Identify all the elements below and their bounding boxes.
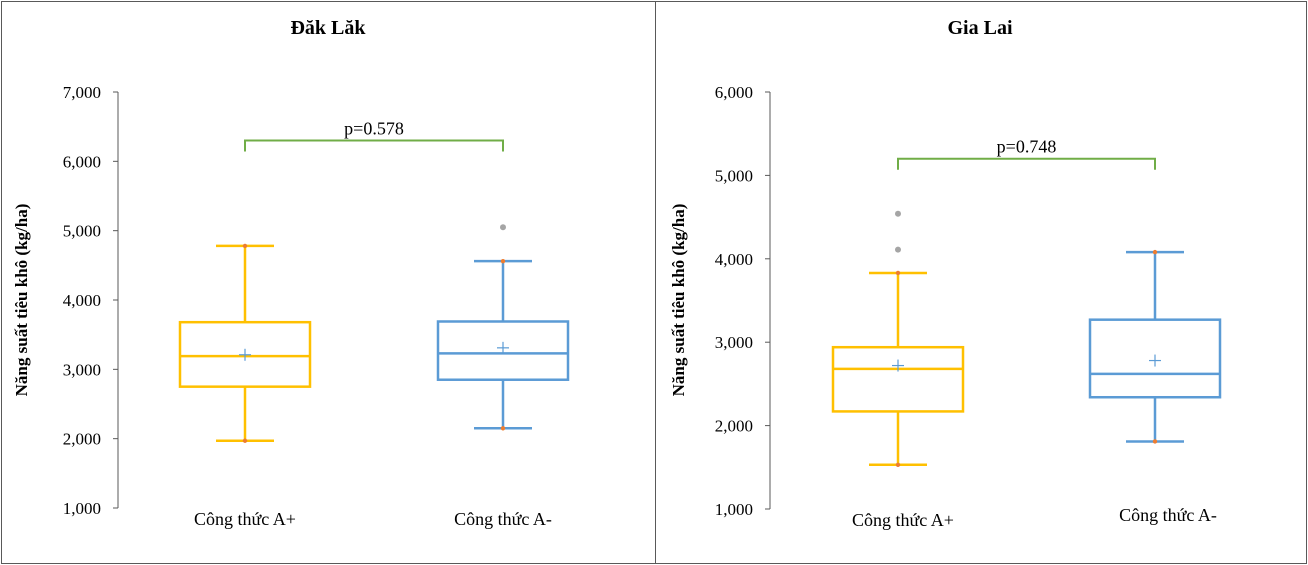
y-ticks: 1,000 2,000 3,000 4,000 5,000 6,000 7,000 [63,83,118,518]
y-tick-label: 7,000 [63,83,101,102]
y-tick-label: 6,000 [63,152,101,171]
chart-panel-daklak: Đăk Lăk Năng suất tiêu khô (kg/ha) 1,000… [12,17,570,529]
category-label: Công thức A+ [194,509,296,529]
significance-bracket: p=0.578 [244,119,504,152]
outlier-point [895,210,901,217]
category-label: Công thức A- [1119,505,1217,525]
y-tick-label: 2,000 [715,417,753,436]
y-tick-label: 3,000 [63,360,101,379]
y-tick-label: 1,000 [715,500,753,519]
y-tick-label: 6,000 [715,83,753,102]
whisker-end-point [500,426,506,431]
boxes [831,210,1222,467]
y-tick-label: 5,000 [63,222,101,241]
boxes [178,224,570,443]
whisker-end-point [500,258,506,264]
y-tick-label: 2,000 [63,430,101,449]
y-tick-label: 4,000 [715,250,753,269]
y-tick-label: 5,000 [715,166,753,185]
box-series [436,224,570,431]
box-series [1088,249,1222,444]
panel-title: Gia Lai [947,17,1012,39]
bracket-line [244,139,504,152]
outlier-point [500,224,506,231]
box-series [831,210,965,467]
whisker-end-point [242,243,248,249]
bracket-line [897,157,1156,170]
whisker-end-point [895,270,901,276]
whisker-end-point [1152,249,1158,255]
box-series [178,243,312,443]
whisker-end-point [1152,439,1158,444]
y-axis-label: Năng suất tiêu khô (kg/ha) [669,204,688,397]
outlier-point [895,246,901,253]
panel-title: Đăk Lăk [290,17,366,39]
y-axis-label: Năng suất tiêu khô (kg/ha) [12,204,31,397]
y-tick-label: 4,000 [63,291,101,310]
p-value-label: p=0.748 [997,137,1057,157]
y-tick-label: 1,000 [63,499,101,518]
y-tick-label: 3,000 [715,333,753,352]
chart-panel-gialai: Gia Lai Năng suất tiêu khô (kg/ha) 1,000… [669,17,1222,530]
p-value-label: p=0.578 [344,119,404,139]
category-label: Công thức A+ [852,510,954,530]
whisker-end-point [895,462,901,467]
y-ticks: 1,000 2,000 3,000 4,000 5,000 6,000 [715,83,770,519]
category-label: Công thức A- [454,509,552,529]
significance-bracket: p=0.748 [897,137,1156,170]
whisker-end-point [242,438,248,443]
box-iqr [831,345,965,413]
